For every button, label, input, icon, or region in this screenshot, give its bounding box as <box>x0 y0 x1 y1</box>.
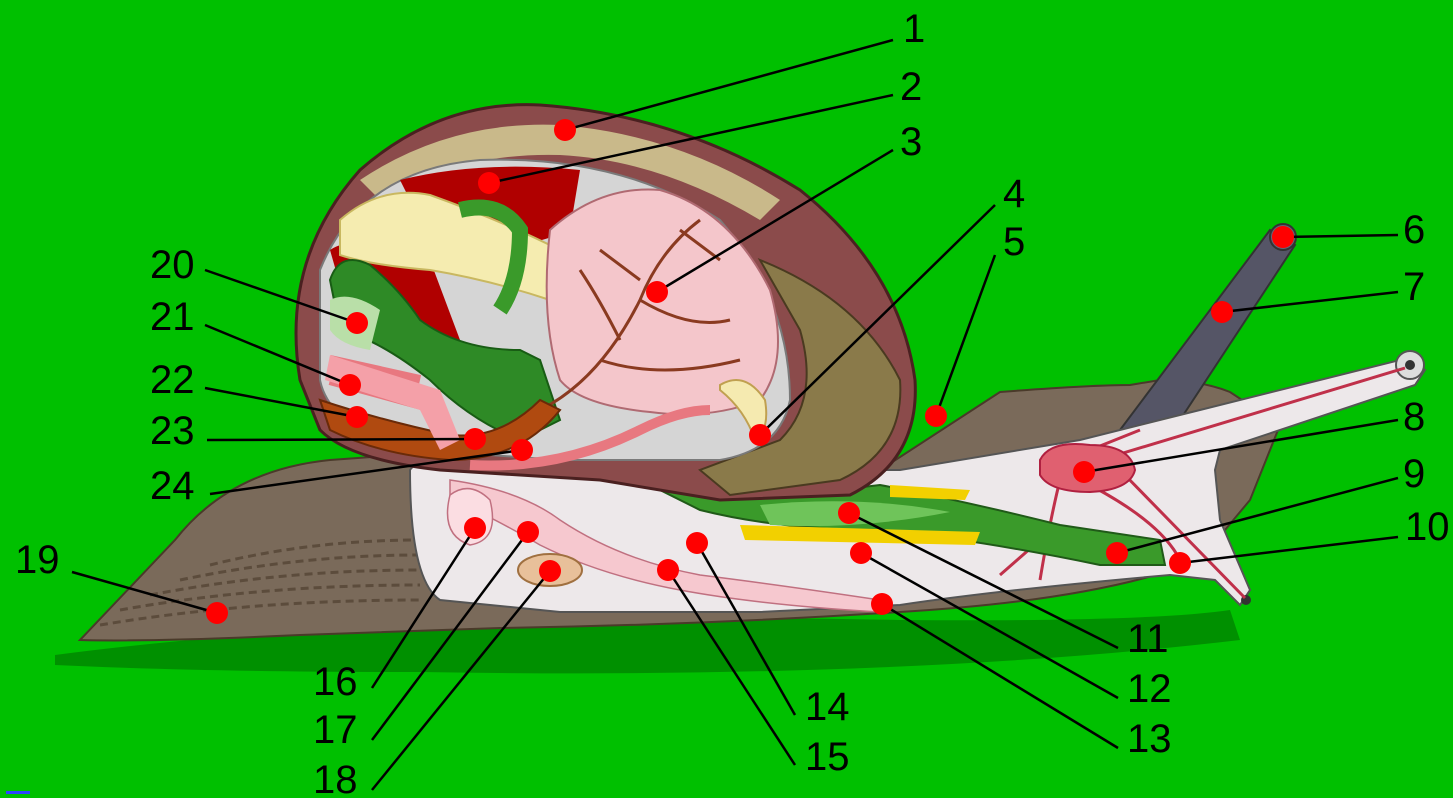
marker-18 <box>539 560 561 582</box>
marker-19 <box>206 602 228 624</box>
marker-6 <box>1272 226 1294 248</box>
marker-23 <box>464 428 486 450</box>
label-14: 14 <box>805 685 850 729</box>
marker-21 <box>339 374 361 396</box>
marker-3 <box>646 281 668 303</box>
label-10: 10 <box>1405 505 1450 549</box>
label-5: 5 <box>1003 220 1025 264</box>
label-24: 24 <box>150 464 195 508</box>
marker-1 <box>554 119 576 141</box>
label-20: 20 <box>150 243 195 287</box>
marker-24 <box>511 439 533 461</box>
marker-15 <box>657 559 679 581</box>
marker-16 <box>464 517 486 539</box>
marker-9 <box>1106 542 1128 564</box>
label-15: 15 <box>805 735 850 779</box>
marker-2 <box>478 172 500 194</box>
edge-indicator <box>6 791 30 794</box>
marker-13 <box>871 593 893 615</box>
label-16: 16 <box>313 660 358 704</box>
marker-12 <box>850 542 872 564</box>
marker-10 <box>1169 552 1191 574</box>
tentacle-eye-lower <box>1405 360 1415 370</box>
label-8: 8 <box>1403 395 1425 439</box>
label-12: 12 <box>1127 667 1172 711</box>
label-22: 22 <box>150 358 195 402</box>
label-1: 1 <box>903 7 925 51</box>
label-2: 2 <box>900 65 922 109</box>
label-19: 19 <box>15 538 60 582</box>
label-3: 3 <box>900 120 922 164</box>
label-7: 7 <box>1403 265 1425 309</box>
label-13: 13 <box>1127 717 1172 761</box>
marker-17 <box>517 521 539 543</box>
label-23: 23 <box>150 409 195 453</box>
label-17: 17 <box>313 708 358 752</box>
marker-5 <box>925 405 947 427</box>
marker-8 <box>1073 461 1095 483</box>
marker-14 <box>686 532 708 554</box>
label-6: 6 <box>1403 208 1425 252</box>
label-4: 4 <box>1003 172 1025 216</box>
label-18: 18 <box>313 758 358 798</box>
label-11: 11 <box>1127 617 1169 661</box>
marker-7 <box>1211 301 1233 323</box>
label-9: 9 <box>1403 452 1425 496</box>
marker-11 <box>838 502 860 524</box>
label-21: 21 <box>150 295 195 339</box>
marker-20 <box>346 312 368 334</box>
marker-22 <box>346 406 368 428</box>
marker-4 <box>749 424 771 446</box>
